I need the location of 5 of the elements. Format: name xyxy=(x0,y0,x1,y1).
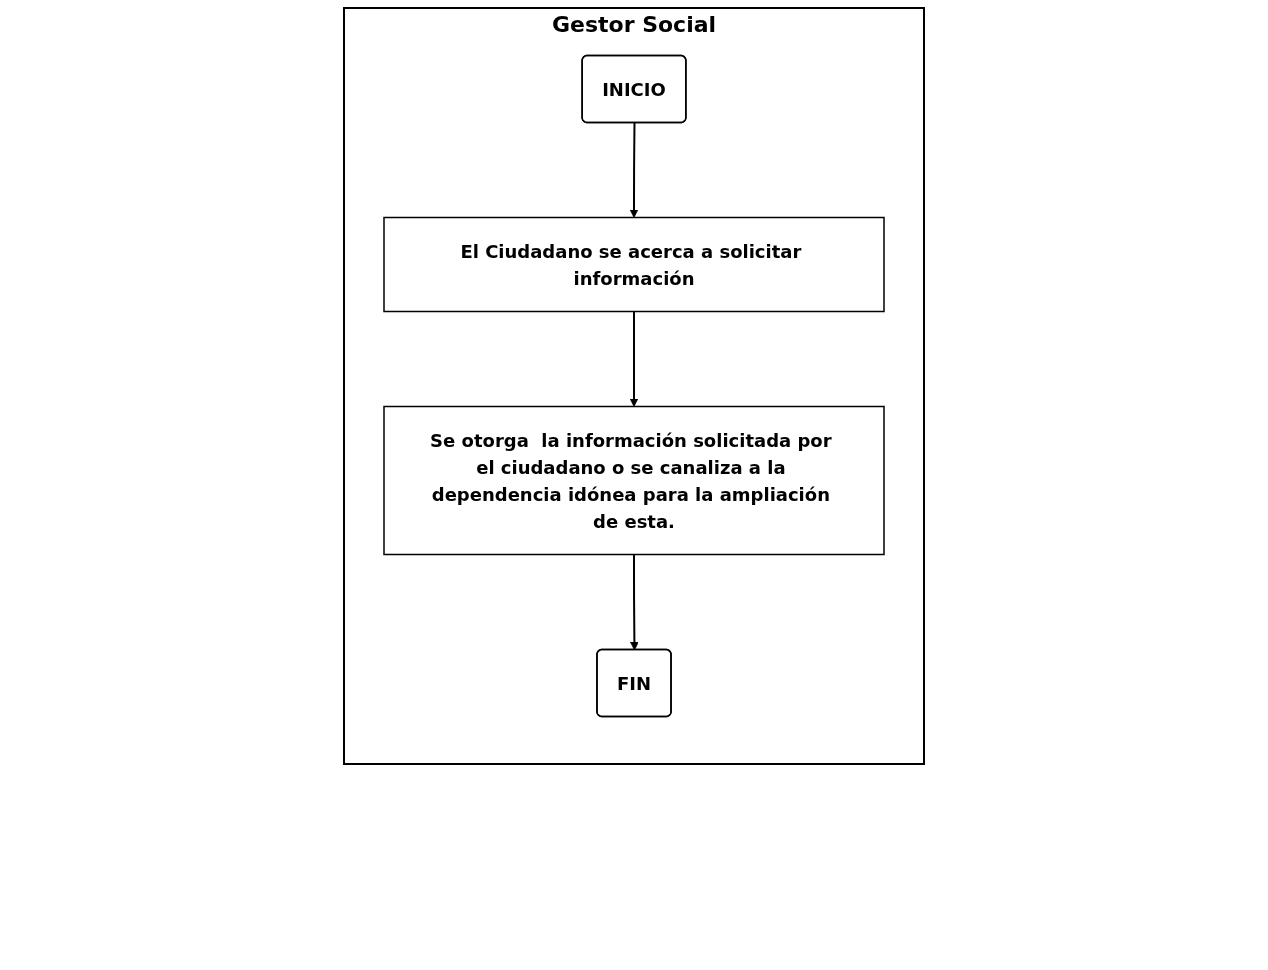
node-box: El Ciudadano se acerca a solicitar información xyxy=(383,216,885,313)
arrow xyxy=(630,553,639,651)
node-box: Se otorga la información solicitada por el ciudadano o se canaliza a la dependencia idónea para la ampliación de esta. xyxy=(383,405,885,556)
arrow xyxy=(629,122,639,218)
arrow xyxy=(629,310,639,407)
